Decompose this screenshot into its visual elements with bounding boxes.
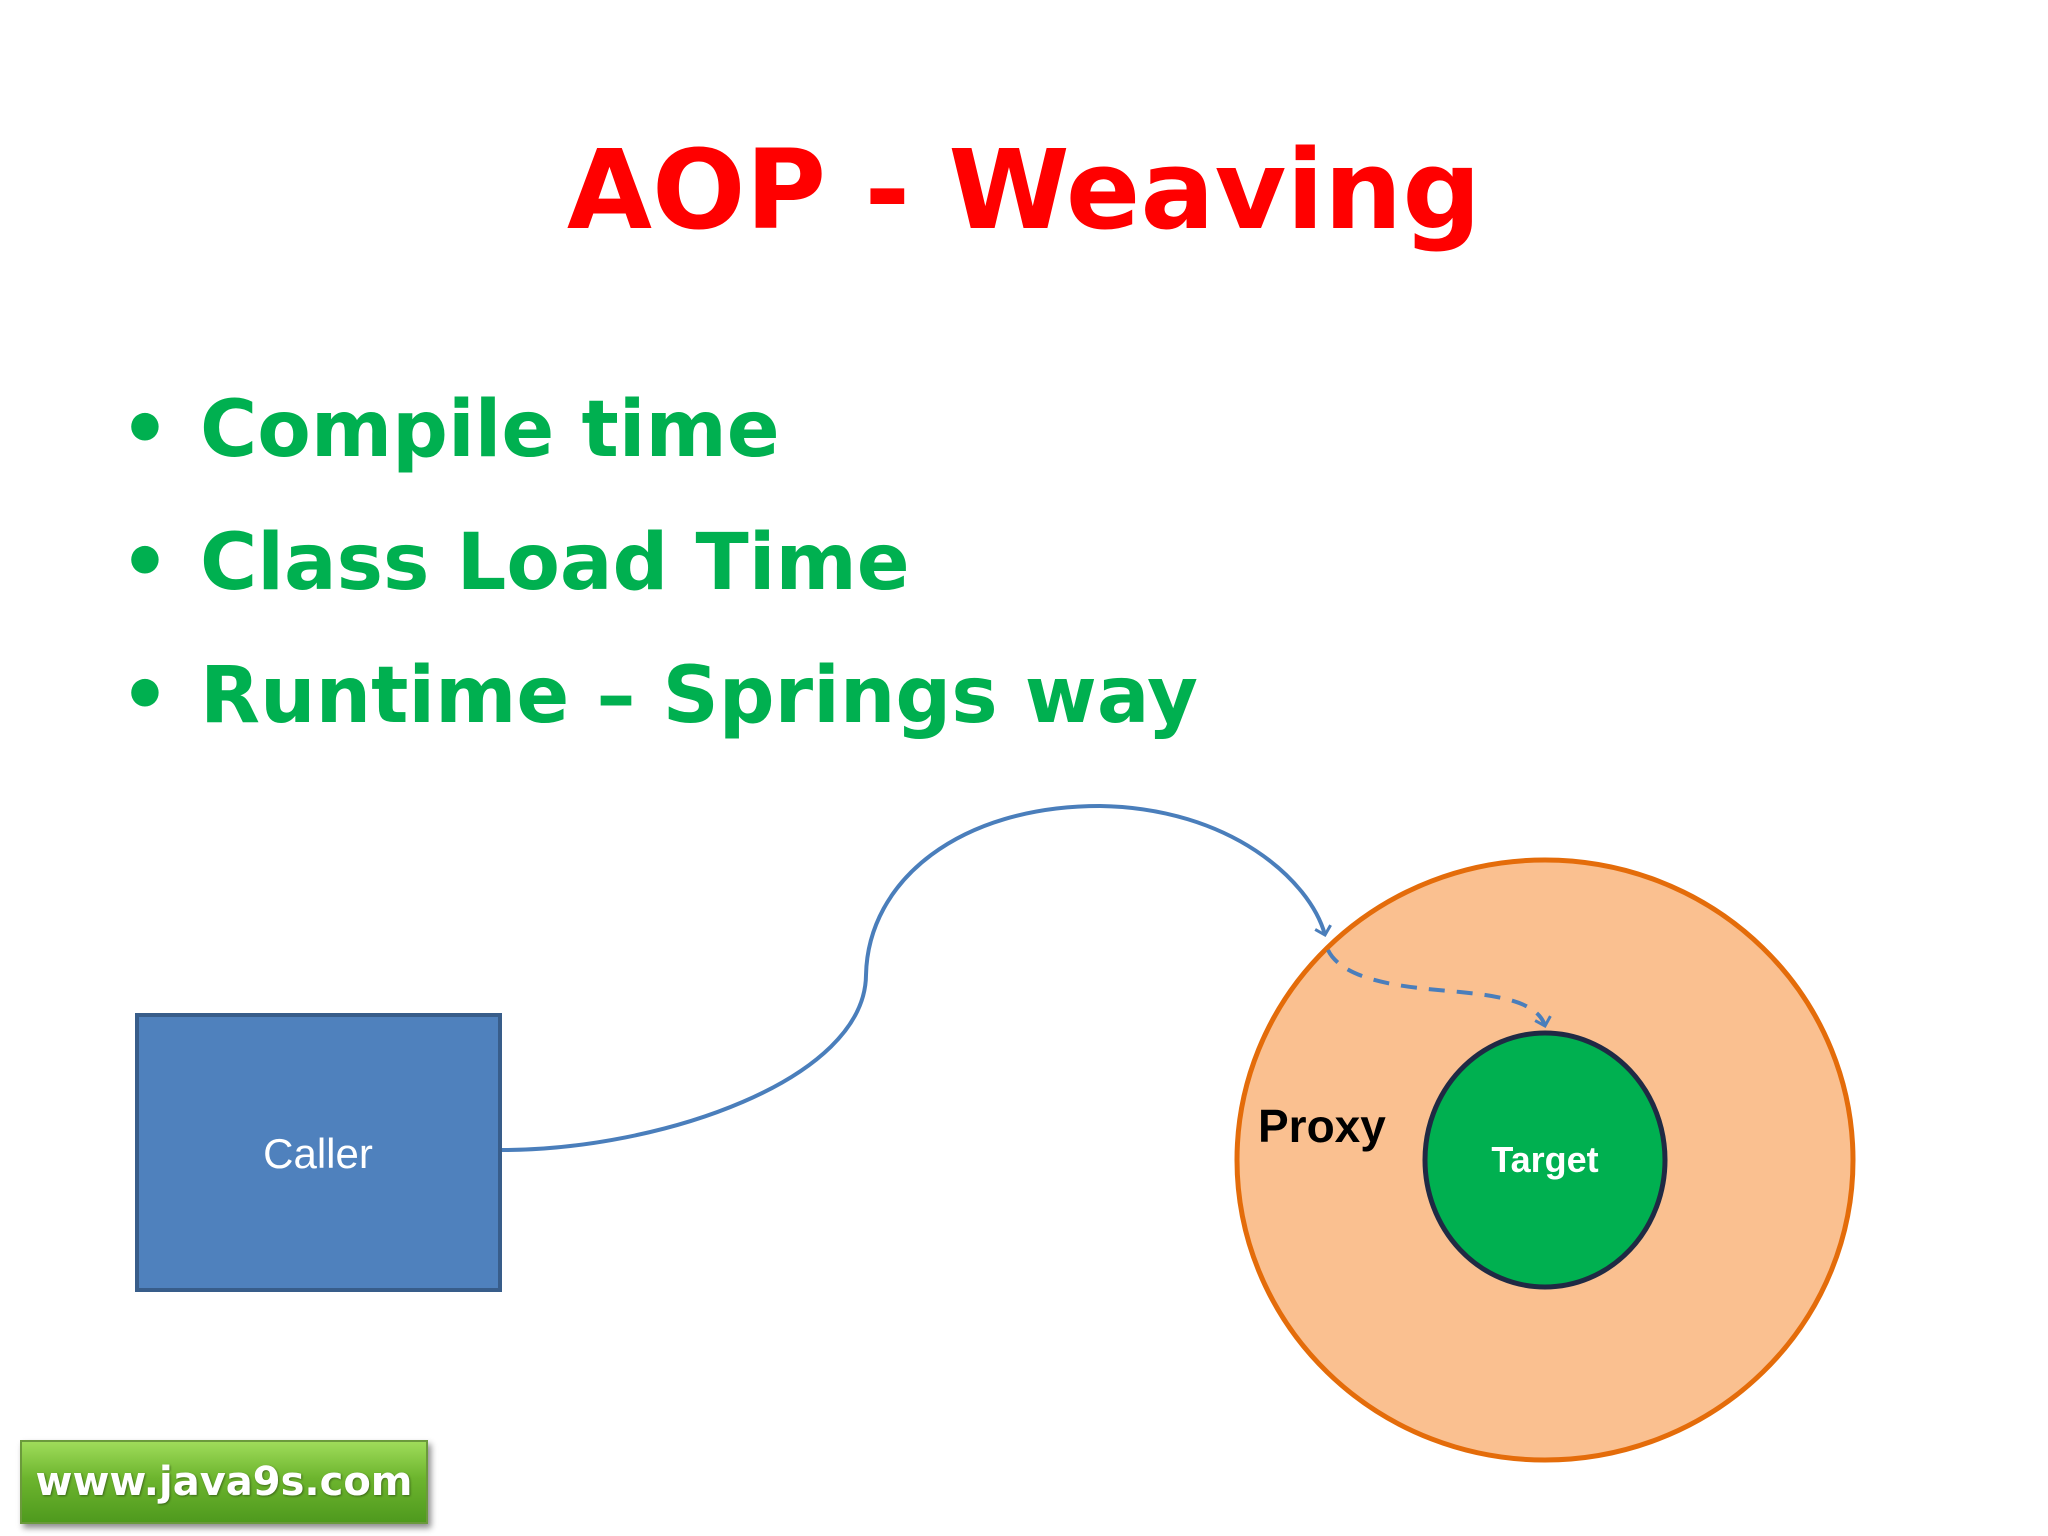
proxy-to-target-connector (1326, 949, 1545, 1026)
caller-to-proxy-connector (501, 803, 1325, 1152)
bullet-dot-icon: • (120, 518, 170, 608)
bullet-item-class-load-time: • Class Load Time (120, 508, 1198, 641)
proxy-label: Proxy (1258, 1100, 1386, 1152)
website-badge[interactable]: www.java9s.com (20, 1440, 428, 1524)
caller-box (135, 1013, 502, 1292)
bullet-text: Compile time (200, 385, 780, 475)
bullet-text: Class Load Time (200, 518, 910, 608)
bullet-item-runtime: • Runtime – Springs way (120, 641, 1198, 774)
bullet-dot-icon: • (120, 651, 170, 741)
bullet-text: Runtime – Springs way (200, 651, 1198, 741)
website-link[interactable]: www.java9s.com (35, 1459, 413, 1505)
target-circle (1422, 1030, 1668, 1290)
target-label: Target (1491, 1139, 1598, 1180)
bullet-item-compile-time: • Compile time (120, 375, 1198, 508)
bullet-dot-icon: • (120, 385, 170, 475)
bullet-list: • Compile time • Class Load Time • Runtime … (120, 375, 1198, 774)
slide-title: AOP - Weaving (566, 126, 1482, 254)
caller-label: Caller (263, 1130, 373, 1177)
